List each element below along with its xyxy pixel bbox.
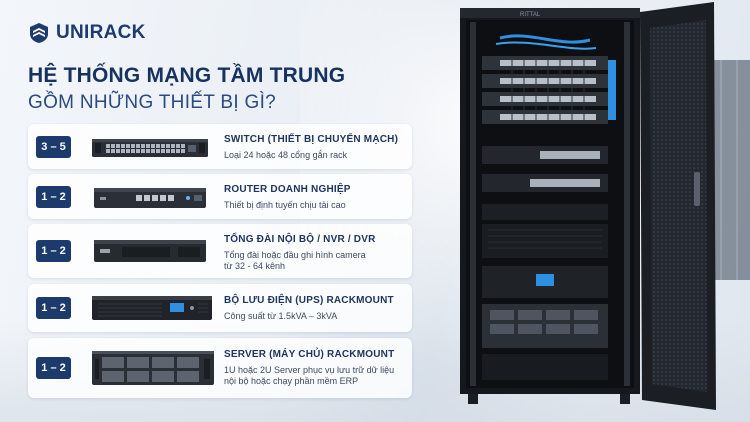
server-device-icon bbox=[92, 351, 214, 385]
item-title: ROUTER DOANH NGHIỆP bbox=[224, 184, 351, 195]
item-title: BỘ LƯU ĐIỆN (UPS) RACKMOUNT bbox=[224, 295, 394, 306]
quantity-badge: 3 – 5 bbox=[36, 136, 71, 158]
item-title: TỔNG ĐÀI NỘI BỘ / NVR / DVR bbox=[224, 234, 376, 245]
item-title: SWITCH (THIẾT BỊ CHUYỂN MẠCH) bbox=[224, 134, 399, 145]
item-desc: Thiết bị định tuyến chịu tải cao bbox=[224, 200, 346, 210]
item-desc: từ 32 - 64 kênh bbox=[224, 261, 286, 271]
list-item-ups: 1 – 2 BỘ LƯU ĐIỆN (UPS) RACKMOUNT Công s… bbox=[28, 284, 412, 332]
quantity-badge: 1 – 2 bbox=[36, 240, 71, 262]
brand-name: UNIRACK bbox=[56, 22, 146, 43]
quantity-badge: 1 – 2 bbox=[36, 297, 71, 319]
page-subtitle: GỒM NHỮNG THIẾT BỊ GÌ? bbox=[28, 92, 277, 113]
switch-device-icon bbox=[92, 139, 208, 157]
quantity-badge: 1 – 2 bbox=[36, 357, 71, 379]
item-desc: Công suất từ 1.5kVA – 3kVA bbox=[224, 311, 338, 321]
quantity-badge: 1 – 2 bbox=[36, 186, 71, 208]
list-item-nvr: 1 – 2 TỔNG ĐÀI NỘI BỘ / NVR / DVR Tổng đ… bbox=[28, 224, 412, 278]
door-handle-icon bbox=[694, 172, 700, 206]
rack-door bbox=[640, 2, 716, 410]
item-desc: 1U hoặc 2U Server phục vụ lưu trữ dữ liệ… bbox=[224, 365, 395, 375]
brand-logo: UNIRACK bbox=[28, 22, 146, 44]
network-rack-cabinet: RITTAL bbox=[460, 8, 640, 404]
list-item-server: 1 – 2 SERVER (MÁY CHỦ) RACKMOUNT 1U hoặc… bbox=[28, 338, 412, 398]
nvr-device-icon bbox=[94, 240, 206, 262]
ups-device-icon bbox=[92, 296, 212, 320]
router-device-icon bbox=[94, 188, 206, 208]
rack-brand-label: RITTAL bbox=[520, 12, 541, 18]
list-item-switch: 3 – 5 SWITCH (THIẾT BỊ CHUYỂN MẠCH) Loại… bbox=[28, 124, 412, 169]
page-title: HỆ THỐNG MẠNG TẦM TRUNG bbox=[28, 64, 346, 87]
shield-logo-icon bbox=[30, 23, 48, 43]
rack-switch-stack bbox=[482, 56, 616, 124]
list-item-router: 1 – 2 ROUTER DOANH NGHIỆP Thiết bị định … bbox=[28, 174, 412, 219]
item-desc: nội bộ hoặc chạy phần mềm ERP bbox=[224, 376, 359, 386]
item-title: SERVER (MÁY CHỦ) RACKMOUNT bbox=[224, 349, 395, 360]
item-desc: Loại 24 hoặc 48 cổng gắn rack bbox=[224, 150, 348, 160]
item-desc: Tổng đài hoặc đầu ghi hình camera bbox=[224, 250, 366, 260]
